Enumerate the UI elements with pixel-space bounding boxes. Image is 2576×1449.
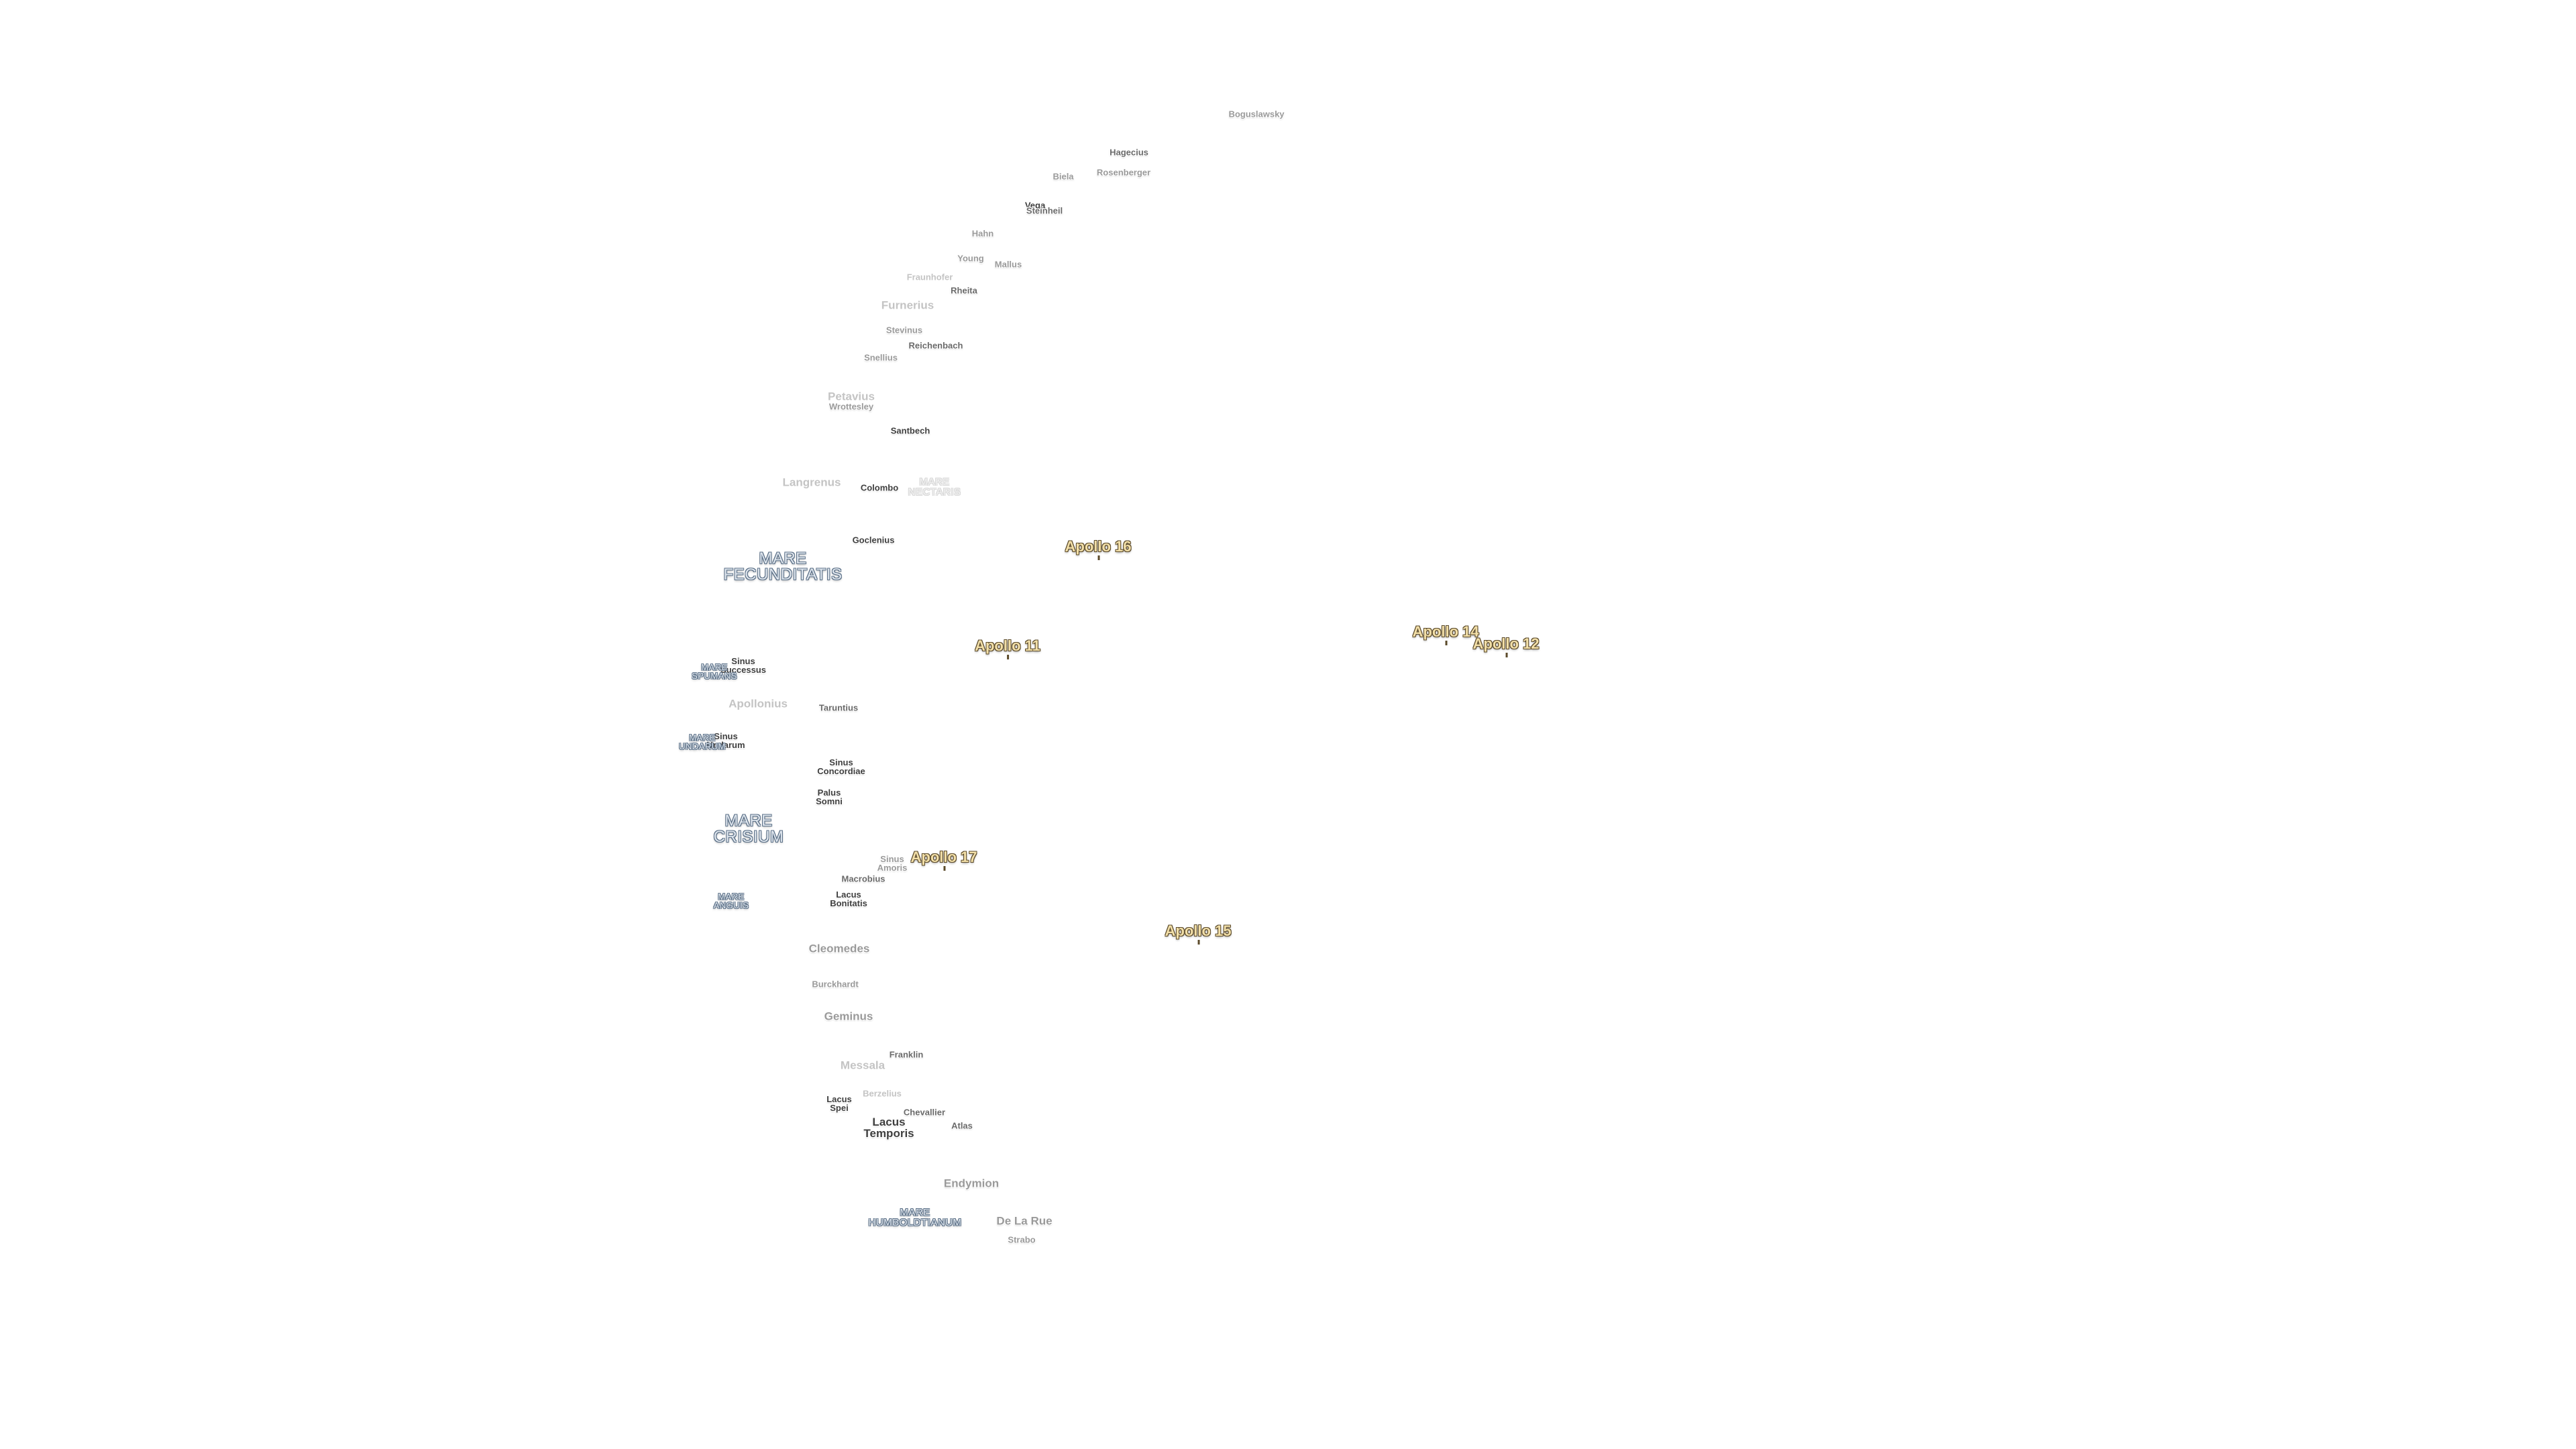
feature-label-chevallier: Chevallier — [903, 1107, 946, 1118]
feature-label-de-la-rue: De La Rue — [996, 1214, 1053, 1228]
mare-label-nectaris: MARE NECTARIS — [908, 476, 961, 498]
apollo-14-site-label[interactable]: Apollo 14 — [1412, 623, 1479, 645]
feature-label-vega: Vega — [1024, 200, 1046, 211]
feature-label-stevinus: Stevinus — [885, 325, 923, 335]
feature-label-sinus-concordiae: Sinus Concordiae — [817, 757, 865, 776]
feature-label-colombo: Colombo — [860, 482, 899, 493]
feature-label-taruntius: Taruntius — [818, 702, 859, 713]
feature-label-hahn: Hahn — [971, 228, 994, 239]
feature-label-boguslawsky: Boguslawsky — [1228, 109, 1285, 119]
mare-label-anguis: MARE ANGUIS — [713, 892, 749, 910]
apollo-15-site-label[interactable]: Apollo 15 — [1165, 922, 1232, 945]
feature-label-lacus-spei: Lacus Spei — [826, 1094, 852, 1113]
feature-label-steinheil: Steinheil — [1026, 205, 1063, 216]
apollo-17-site-label[interactable]: Apollo 17 — [910, 849, 977, 871]
feature-label-mallus: Mallus — [994, 259, 1022, 270]
feature-label-franklin: Franklin — [889, 1049, 924, 1060]
feature-label-rosenberger: Rosenberger — [1096, 167, 1151, 178]
feature-label-lacus-bonitatis: Lacus Bonitatis — [830, 890, 867, 908]
feature-label-furnerius: Furnerius — [881, 299, 934, 312]
feature-label-palus-somni: Palus Somni — [816, 788, 843, 806]
feature-label-fraunhofer: Fraunhofer — [906, 272, 953, 282]
feature-label-reichenbach: Reichenbach — [908, 340, 963, 351]
feature-label-macrobius: Macrobius — [841, 873, 885, 884]
feature-label-langrenus: Langrenus — [782, 476, 841, 489]
feature-label-sinus-successus: Sinus Successus — [720, 656, 766, 675]
feature-label-apollonius: Apollonius — [729, 697, 788, 710]
mare-label-spumans: MARE SPUMANS — [692, 662, 737, 681]
feature-label-petavius: Petavius — [828, 390, 875, 403]
feature-label-goclenius: Goclenius — [852, 535, 895, 545]
feature-label-endymion: Endymion — [943, 1177, 1000, 1190]
feature-label-santbech: Santbech — [890, 425, 930, 436]
feature-label-sinus-amoris: Sinus Amoris — [877, 854, 908, 873]
apollo-16-site-label[interactable]: Apollo 16 — [1065, 538, 1132, 560]
mare-label-crisium: MARE CRISIUM — [713, 812, 784, 846]
feature-label-lacus-temporis: Lacus Temporis — [863, 1116, 914, 1140]
feature-label-biela: Biela — [1053, 171, 1074, 182]
mare-label-humboldtianum: MARE HUMBOLDTIANUM — [868, 1207, 962, 1228]
feature-label-messala: Messala — [840, 1059, 885, 1072]
apollo-12-site-label[interactable]: Apollo 12 — [1472, 635, 1540, 657]
mare-label-undarum: MARE UNDARUM — [679, 733, 726, 751]
feature-label-young: Young — [957, 253, 984, 264]
feature-label-wrottesley: Wrottesley — [828, 401, 874, 412]
feature-label-burckhardt: Burckhardt — [812, 979, 859, 989]
feature-label-snellius: Snellius — [864, 352, 898, 363]
apollo-11-site-label[interactable]: Apollo 11 — [975, 637, 1040, 659]
mare-label-fecunditatis: MARE FECUNDITATIS — [723, 549, 843, 584]
feature-label-rheita: Rheita — [951, 285, 977, 296]
feature-label-cleomedes: Cleomedes — [808, 942, 870, 955]
feature-label-hagecius: Hagecius — [1110, 147, 1148, 158]
feature-label-sinus-undarum: Sinus Undarum — [706, 731, 745, 750]
feature-label-berzelius: Berzelius — [863, 1088, 902, 1099]
feature-label-atlas: Atlas — [951, 1120, 973, 1131]
feature-label-geminus: Geminus — [824, 1010, 873, 1023]
feature-label-strabo: Strabo — [1008, 1234, 1036, 1245]
